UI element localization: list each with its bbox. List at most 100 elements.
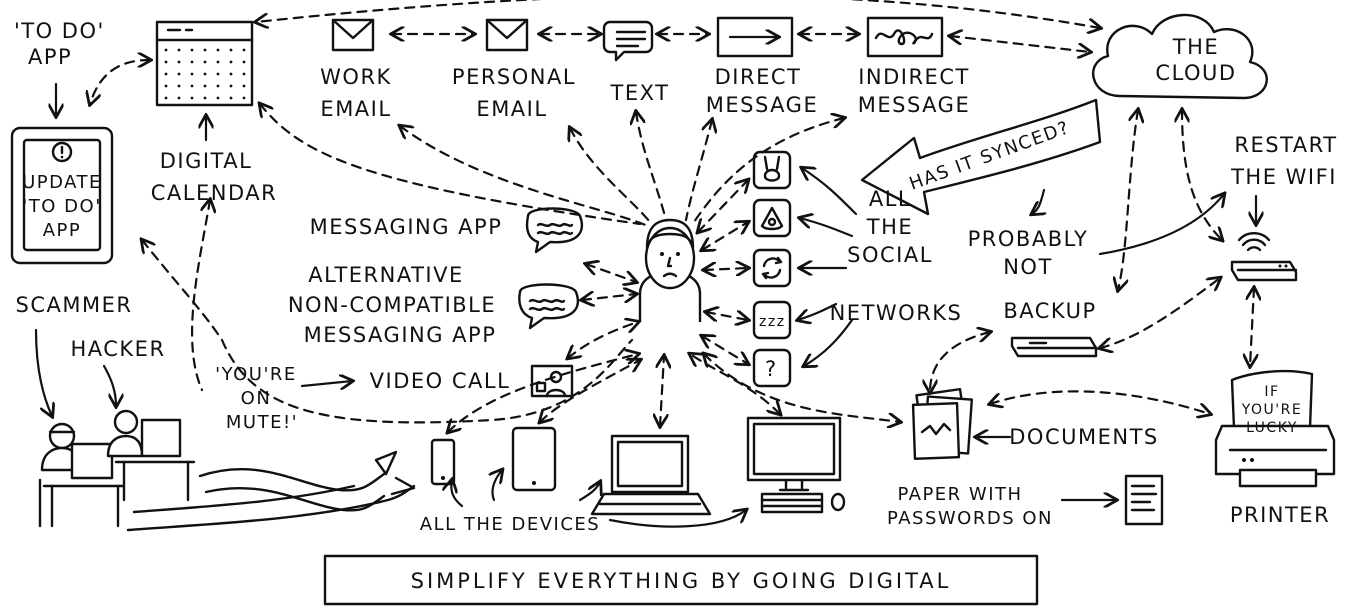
- calendar-day-dot: [229, 48, 233, 52]
- tablet-device-icon: [511, 426, 557, 492]
- calendar-day-dot: [190, 60, 194, 64]
- calendar-day-dot: [242, 60, 246, 64]
- printer-label: PRINTER: [1230, 503, 1330, 527]
- caption-box: [323, 554, 1039, 606]
- scammer-hacker-desks-icon: [38, 409, 196, 528]
- rabbit-app-icon: [752, 150, 792, 190]
- probably-not-line2: NOT: [1003, 255, 1053, 279]
- youre-on-mute-line2: ON: [241, 388, 272, 409]
- messaging-app-label: MESSAGING APP: [310, 215, 503, 239]
- calendar-day-dot: [229, 84, 233, 88]
- indirect-message-line2: MESSAGE: [858, 93, 970, 117]
- todo-app-line2: APP: [28, 45, 72, 69]
- restart-wifi-line1: RESTART: [1234, 133, 1337, 157]
- work-email-line1: WORK: [320, 65, 392, 89]
- calendar-day-dot: [164, 96, 168, 100]
- calendar-day-dot: [190, 96, 194, 100]
- probably-not-line1: PROBABLY: [968, 227, 1089, 251]
- question-text: ?: [765, 357, 778, 381]
- all-social-line4: NETWORKS: [830, 301, 963, 325]
- digital-calendar-line2: CALENDAR: [151, 181, 277, 205]
- direct-message-line2: MESSAGE: [706, 93, 818, 117]
- personal-email-line1: PERSONAL: [452, 65, 576, 89]
- calendar-day-dot: [216, 84, 220, 88]
- update-todo-line2: 'TO DO': [22, 196, 101, 217]
- personal-email-line2: EMAIL: [476, 97, 547, 121]
- router-icon: [1230, 232, 1298, 282]
- calendar-day-dot: [177, 72, 181, 76]
- indirect-message-line1: INDIRECT: [858, 65, 970, 89]
- if-lucky-line2: YOU'RE: [1241, 402, 1302, 418]
- hacker-label: HACKER: [70, 337, 165, 361]
- calendar-day-dot: [216, 60, 220, 64]
- if-lucky-line1: IF: [1264, 384, 1279, 400]
- caption-text: SIMPLIFY EVERYTHING BY GOING DIGITAL: [411, 569, 952, 593]
- calendar-day-dot: [242, 72, 246, 76]
- alternative-messaging-bubble-icon: [518, 283, 579, 330]
- all-social-line2: THE: [866, 215, 913, 239]
- documents-label: DOCUMENTS: [1009, 425, 1159, 449]
- calendar-day-dot: [229, 72, 233, 76]
- video-call-label: VIDEO CALL: [370, 369, 511, 393]
- calendar-day-dot: [216, 72, 220, 76]
- laptop-icon: [590, 434, 712, 516]
- youre-on-mute-line1: 'YOU'RE: [215, 364, 297, 385]
- messaging-app-bubble-icon: [525, 207, 583, 254]
- backup-label: BACKUP: [1003, 299, 1096, 323]
- direct-message-line1: DIRECT: [715, 65, 802, 89]
- question-app-icon: ?: [752, 348, 792, 388]
- work-email-line2: EMAIL: [320, 97, 391, 121]
- youre-on-mute-line3: MUTE!': [226, 412, 298, 433]
- calendar-day-dot: [190, 72, 194, 76]
- calendar-day-dot: [242, 84, 246, 88]
- text-labels: 'TO DO' APP UPDATE 'TO DO' APP DIGITAL C…: [14, 19, 1337, 593]
- solid-arrows: [34, 82, 1256, 528]
- calendar-day-dot: [203, 96, 207, 100]
- restart-wifi-line2: THE WIFI: [1230, 165, 1337, 189]
- paper-passwords-line1: PAPER WITH: [897, 484, 1022, 505]
- the-cloud-line1: THE: [1172, 35, 1219, 59]
- alt-messaging-line1: ALTERNATIVE: [308, 263, 463, 287]
- text-bubble-icon: [602, 20, 654, 62]
- calendar-day-dot: [177, 48, 181, 52]
- drop-app-icon: [752, 198, 792, 238]
- all-social-line1: ALL: [869, 187, 911, 211]
- update-todo-line1: UPDATE: [22, 172, 102, 193]
- todo-app-line1: 'TO DO': [14, 19, 105, 43]
- cloud-icon: [1092, 13, 1268, 100]
- calendar-day-dot: [229, 96, 233, 100]
- calendar-day-dot: [177, 96, 181, 100]
- dashed-connections: [90, 0, 1254, 432]
- calendar-day-dot: [164, 72, 168, 76]
- alt-messaging-line2: NON-COMPATIBLE: [288, 293, 496, 317]
- calendar-day-dot: [216, 96, 220, 100]
- calendar-day-dot: [203, 48, 207, 52]
- calendar-day-dot: [203, 60, 207, 64]
- if-lucky-line3: LUCKY: [1246, 420, 1298, 436]
- calendar-icon: [155, 20, 254, 107]
- calendar-day-dot: [164, 84, 168, 88]
- phone-icon: [430, 438, 456, 486]
- sleep-app-icon: zzz: [752, 300, 792, 340]
- desktop-computer-icon: [746, 416, 846, 514]
- all-devices-label: ALL THE DEVICES: [420, 514, 600, 535]
- personal-email-envelope-icon: [485, 18, 529, 52]
- calendar-day-dot: [190, 48, 194, 52]
- digital-calendar-line1: DIGITAL: [160, 149, 253, 173]
- text-label: TEXT: [610, 81, 670, 105]
- update-todo-line3: APP: [43, 220, 82, 241]
- the-cloud-line2: CLOUD: [1155, 61, 1236, 85]
- all-social-line3: SOCIAL: [847, 243, 933, 267]
- indirect-message-icon: [866, 16, 944, 58]
- calendar-day-dot: [190, 84, 194, 88]
- printer-icon: [1214, 369, 1336, 488]
- documents-icon: [911, 388, 974, 460]
- person-icon: [638, 218, 702, 322]
- calendar-day-dot: [177, 84, 181, 88]
- calendar-day-dot: [164, 60, 168, 64]
- swoosh-arrows: [126, 450, 416, 532]
- calendar-day-dot: [216, 48, 220, 52]
- tablet-todo-icon: [10, 126, 114, 265]
- work-email-envelope-icon: [331, 18, 375, 52]
